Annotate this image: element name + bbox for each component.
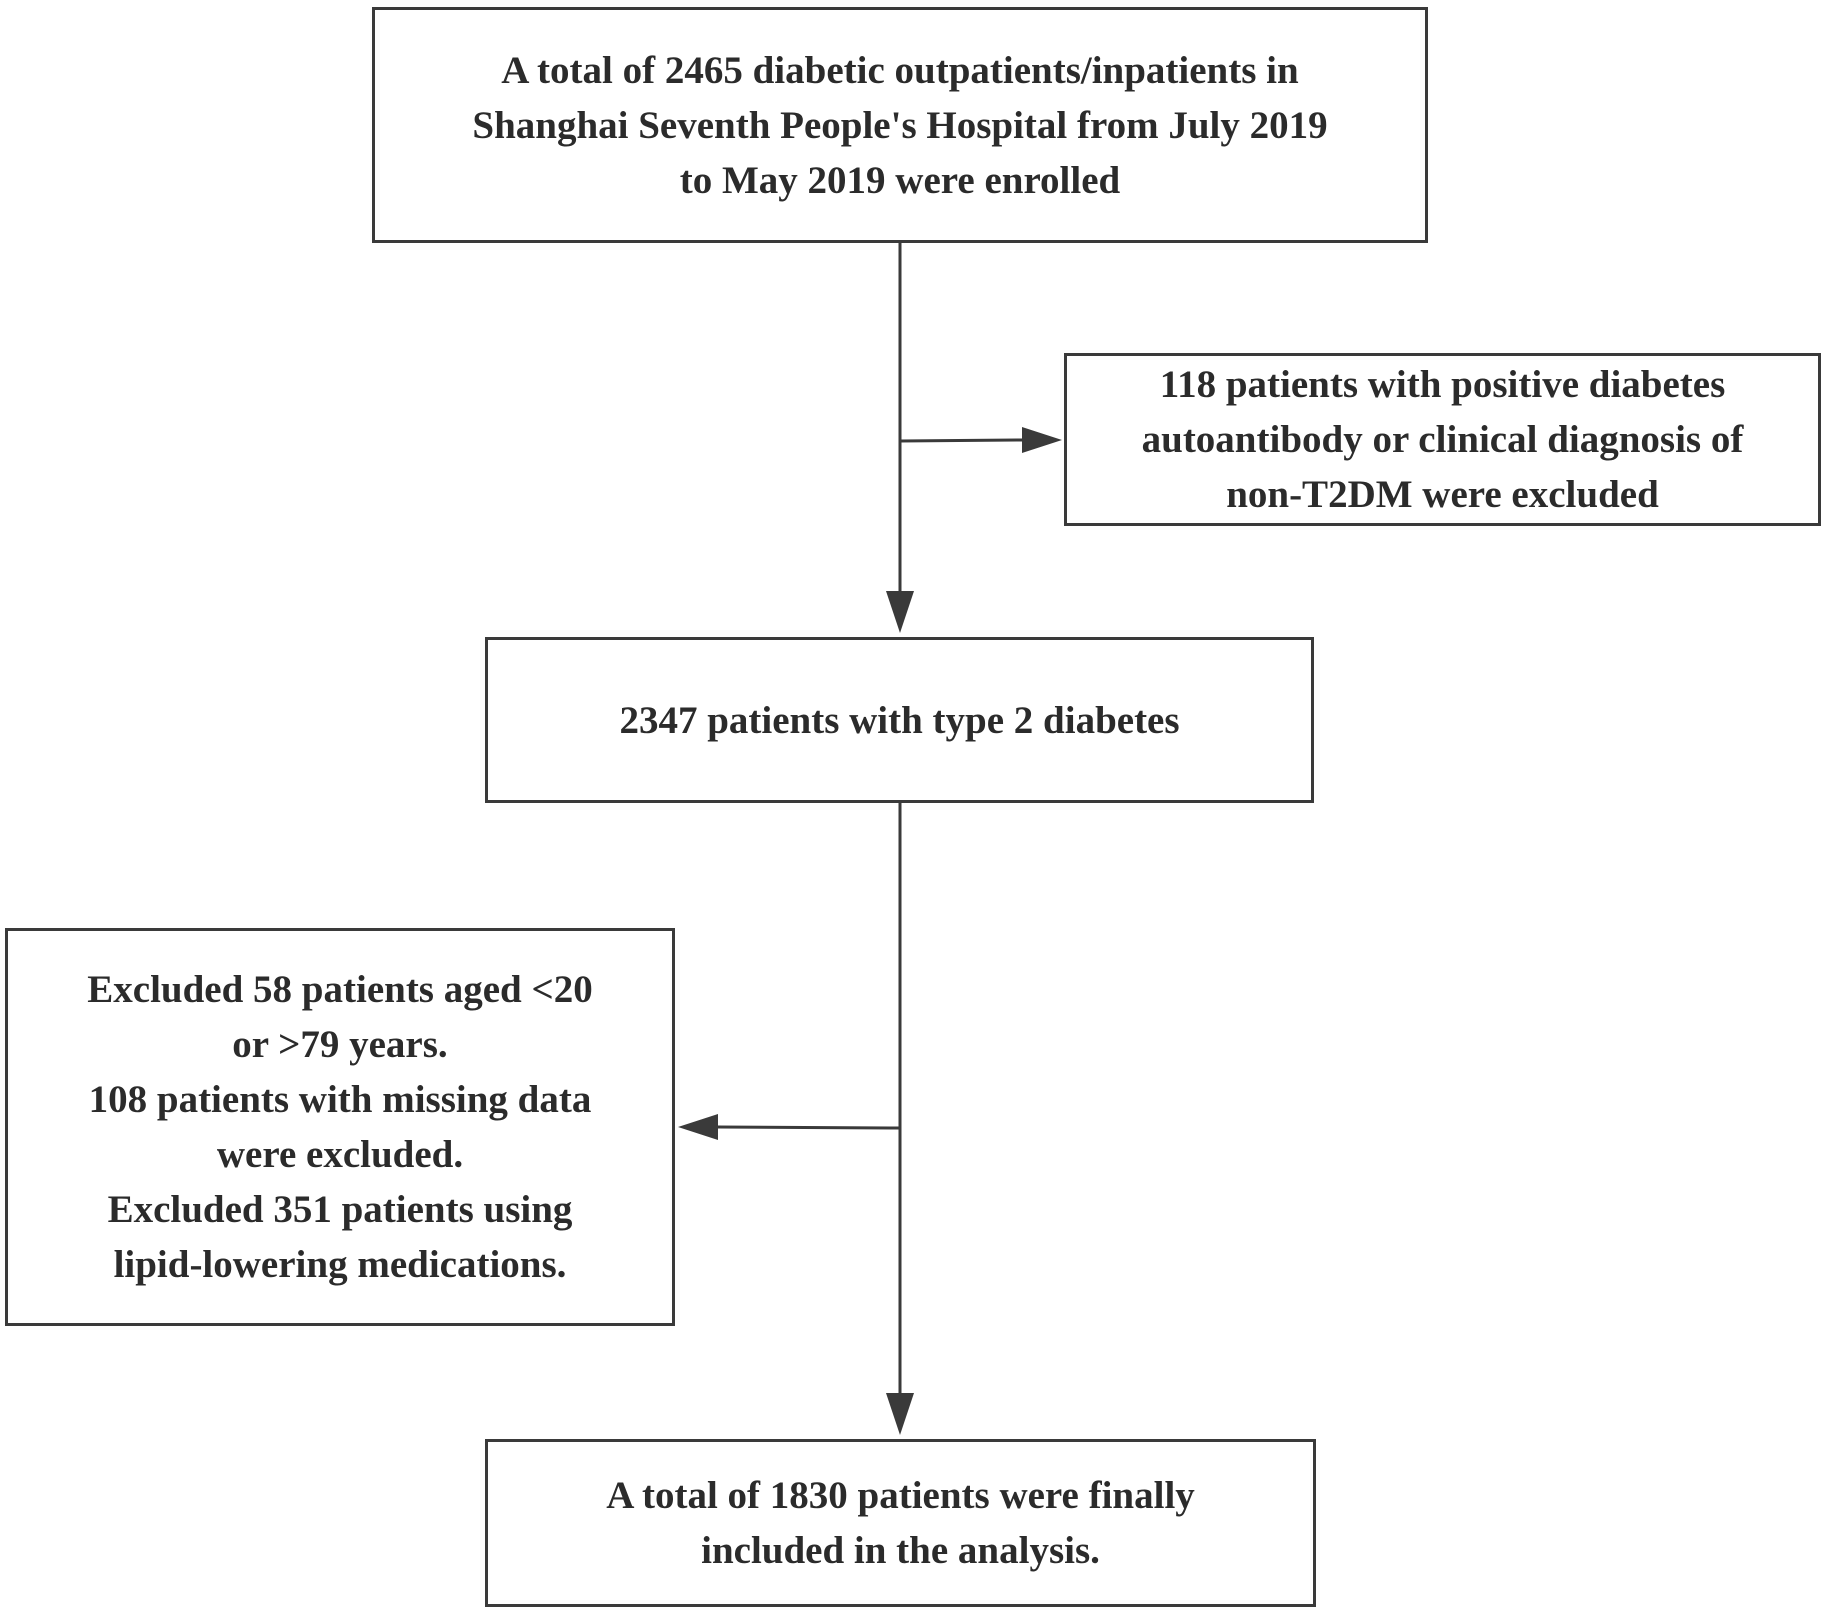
enrolled-box: A total of 2465 diabetic outpatients/inp… xyxy=(372,7,1428,243)
final-analysis-box: A total of 1830 patients were finally in… xyxy=(485,1439,1316,1607)
excluded-other-line-2: or >79 years. xyxy=(232,1023,448,1066)
connector-branch-to-excluded-1 xyxy=(899,438,1023,443)
excluded-other-line-3: 108 patients with missing data xyxy=(88,1078,592,1121)
enrolled-line-1: A total of 2465 diabetic outpatients/inp… xyxy=(501,48,1299,92)
excluded-non-t2dm-line-2: autoantibody or clinical diagnosis of xyxy=(1141,418,1744,461)
excluded-other-box: Excluded 58 patients aged <20 or >79 yea… xyxy=(5,928,675,1326)
arrowhead-left-excluded-2 xyxy=(678,1114,718,1140)
excluded-non-t2dm-line-3: non-T2DM were excluded xyxy=(1226,473,1659,516)
final-line-2: included in the analysis. xyxy=(701,1529,1100,1572)
enrolled-line-3: to May 2019 were enrolled xyxy=(679,158,1121,202)
type2-line-1: 2347 patients with type 2 diabetes xyxy=(619,698,1180,742)
final-line-1: A total of 1830 patients were finally xyxy=(606,1474,1195,1517)
type2-diabetes-text: 2347 patients with type 2 diabetes xyxy=(619,693,1179,748)
arrowhead-down-final xyxy=(886,1393,914,1435)
excluded-non-t2dm-box: 118 patients with positive diabetes auto… xyxy=(1064,353,1821,526)
excluded-non-t2dm-text: 118 patients with positive diabetes auto… xyxy=(1142,357,1744,522)
type2-diabetes-box: 2347 patients with type 2 diabetes xyxy=(485,637,1314,803)
arrowhead-down-type2 xyxy=(886,591,914,633)
excluded-other-line-4: were excluded. xyxy=(216,1133,464,1176)
excluded-other-line-6: lipid-lowering medications. xyxy=(113,1243,567,1286)
excluded-other-line-5: Excluded 351 patients using xyxy=(107,1188,573,1231)
enrolled-line-2: Shanghai Seventh People's Hospital from … xyxy=(472,103,1328,147)
excluded-non-t2dm-line-1: 118 patients with positive diabetes xyxy=(1159,363,1726,406)
enrolled-text: A total of 2465 diabetic outpatients/inp… xyxy=(472,43,1327,208)
excluded-other-text: Excluded 58 patients aged <20 or >79 yea… xyxy=(87,962,592,1292)
arrowhead-right-excluded-1 xyxy=(1022,427,1062,453)
final-analysis-text: A total of 1830 patients were finally in… xyxy=(606,1468,1195,1578)
connector-branch-to-excluded-2 xyxy=(717,1125,901,1130)
excluded-other-line-1: Excluded 58 patients aged <20 xyxy=(87,968,593,1011)
